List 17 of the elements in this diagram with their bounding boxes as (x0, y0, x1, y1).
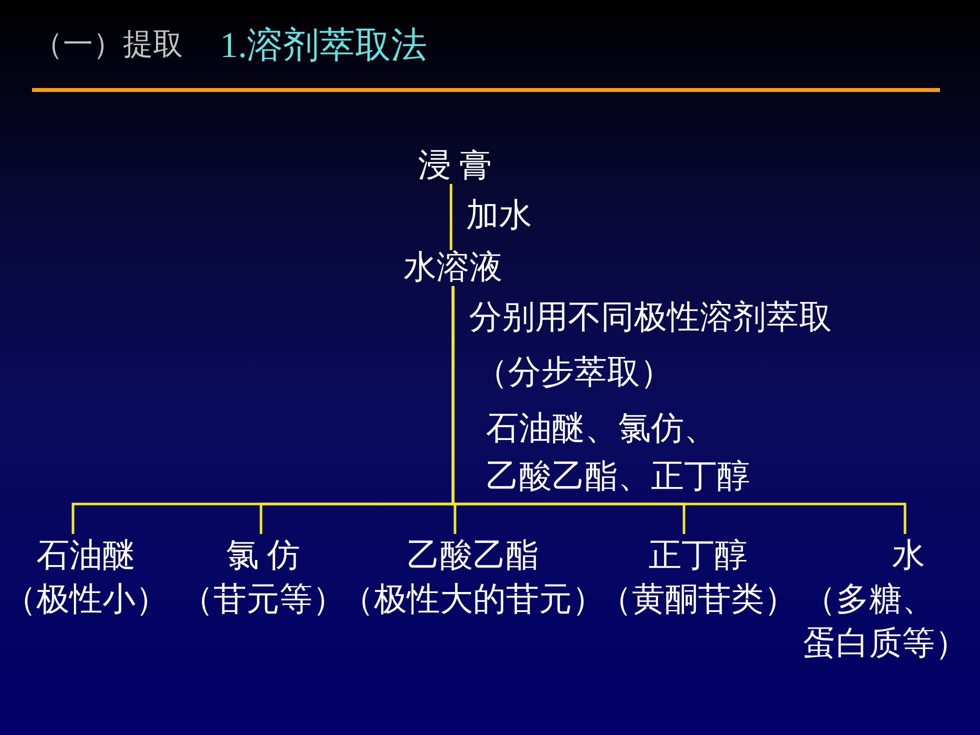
step-note: 石油醚、氯仿、乙酸乙酯、正丁醇 (486, 410, 751, 497)
stage-label: 浸 膏 (418, 148, 492, 184)
step-note: （分步萃取） (475, 355, 673, 391)
section-heading: （一）提取 (33, 27, 183, 63)
fraction-solvent-label: 乙酸乙酯 (407, 537, 539, 576)
edge-label: 加水 (466, 198, 532, 234)
slide-title: 1.溶剂萃取法 (220, 24, 427, 67)
edge-label: 分别用不同极性溶剂萃取 (469, 300, 832, 336)
fraction-solvent-label: 正丁醇 (648, 537, 748, 576)
fraction-solvent-label: 水 (892, 537, 925, 576)
fraction-solvent-label: 氯 仿 (226, 537, 300, 576)
fraction-solvent-label: 石油醚 (36, 537, 136, 576)
connector-line (450, 184, 452, 250)
stage-label: 水溶液 (404, 250, 502, 286)
connector-line (452, 286, 906, 534)
fraction-content-note: （多糖、蛋白质等） (803, 581, 969, 664)
fraction-content-note: （极性小） (4, 581, 168, 620)
